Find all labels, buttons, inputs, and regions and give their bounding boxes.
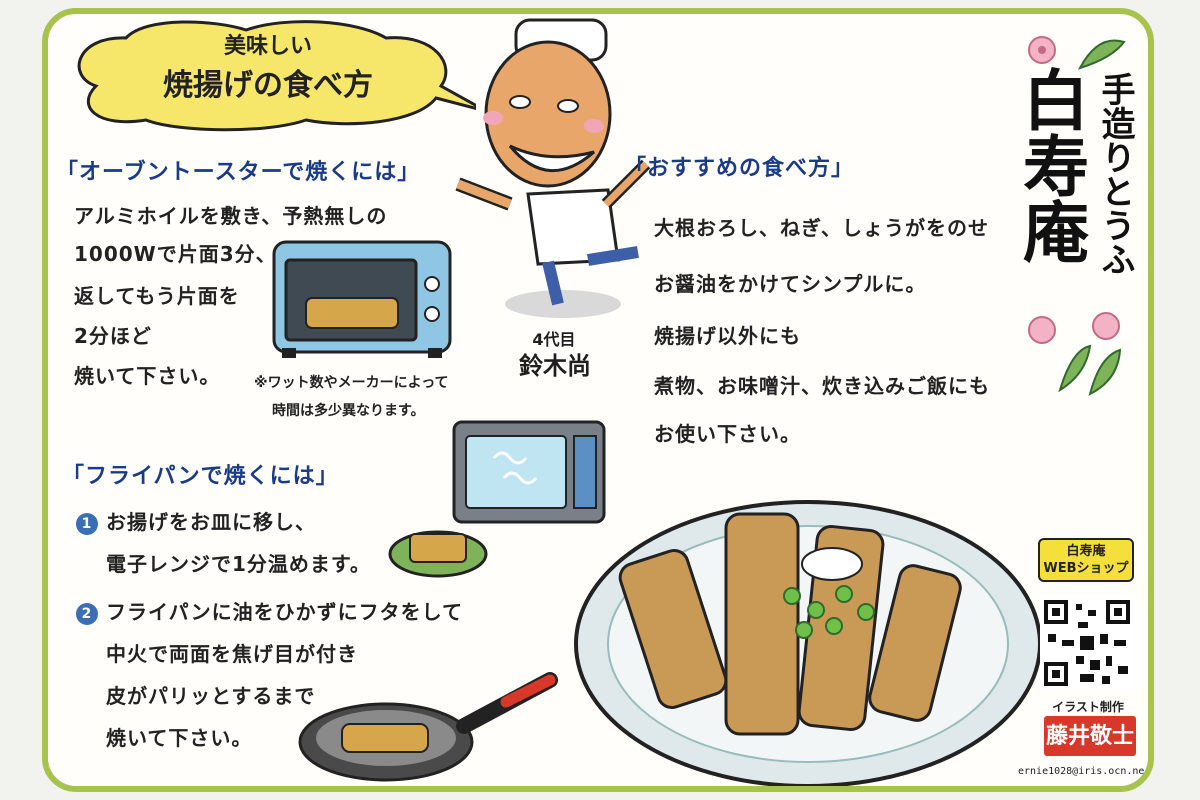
chef-name: 鈴木尚: [519, 352, 591, 380]
recommend-line-5: お使い下さい。: [654, 422, 801, 446]
signature-stamp: 藤井敬士: [1044, 716, 1136, 756]
credit-label: イラスト制作: [1052, 700, 1124, 714]
recommend-line-2: お醤油をかけてシンプルに。: [654, 272, 927, 296]
web-shop-badge[interactable]: 白寿庵 WEBショップ: [1038, 538, 1134, 582]
qr-code[interactable]: [1040, 596, 1134, 690]
oven-line-2: 1000Wで片面3分、: [74, 242, 277, 266]
pan-step-1-line-2: 電子レンジで1分温めます。: [106, 552, 371, 576]
recommend-line-3: 焼揚げ以外にも: [654, 324, 801, 348]
step-2-text-1: フライパンに油をひかずにフタをして: [106, 600, 463, 624]
oven-line-4: 2分ほど: [74, 324, 152, 348]
web-shop-line-1: 白寿庵: [1066, 544, 1106, 559]
pan-step-2-line-4: 焼いて下さい。: [106, 726, 253, 750]
recipe-card: 美味しい 焼揚げの食べ方 4代目 鈴木尚 「オーブントースターで焼くには」 アル…: [42, 8, 1154, 792]
oven-line-3: 返してもう片面を: [74, 284, 240, 308]
bubble-line-2: 焼揚げの食べ方: [163, 68, 373, 103]
oven-note-line-2: 時間は多少異なります。: [272, 403, 425, 419]
frying-pan-illustration: [298, 672, 558, 782]
brand-name: 白寿庵: [1012, 66, 1090, 278]
brand-subtitle-text: 手造りとうふ: [1095, 72, 1135, 276]
brand-subtitle: 手造りとうふ: [1092, 72, 1138, 285]
flower-icon: [1028, 36, 1126, 70]
chef-illustration: [455, 18, 651, 318]
leaf-icon: [1028, 312, 1122, 396]
recommend-line-4: 煮物、お味噌汁、炊き込みご飯にも: [654, 374, 990, 398]
pan-step-2-line-3: 皮がパリッとするまで: [106, 684, 316, 708]
speech-bubble: [77, 20, 476, 132]
recommend-line-1: 大根おろし、ねぎ、しょうがをのせ: [654, 216, 989, 240]
pan-step-1-line-1: 1 お揚げをお皿に移し、: [76, 506, 316, 535]
step-2-badge: 2: [76, 602, 98, 625]
credit-email[interactable]: ernie1028@iris.ocn.ne.jp: [1018, 766, 1154, 777]
pan-step-2-line-1: 2 フライパンに油をひかずにフタをして: [76, 596, 463, 625]
pan-step-2-line-2: 中火で両面を焦げ目が付き: [106, 642, 358, 666]
oven-section-heading: 「オーブントースターで焼くには」: [56, 160, 421, 185]
oven-line-1: アルミホイルを敷き、予熱無しの: [74, 204, 388, 228]
step-1-badge: 1: [76, 512, 98, 535]
plate-of-fried-tofu-illustration: [574, 500, 1042, 786]
toaster-oven-illustration: [272, 240, 452, 358]
bubble-line-1: 美味しい: [223, 34, 312, 59]
speech-bubble-text: 美味しい 焼揚げの食べ方: [108, 28, 428, 104]
recommend-section-heading: 「おすすめの食べ方」: [624, 156, 855, 181]
microwave-illustration: [388, 420, 606, 578]
pan-section-heading: 「フライパンで焼くには」: [62, 464, 339, 489]
oven-line-5: 焼いて下さい。: [74, 364, 221, 388]
chef-generation: 4代目: [532, 330, 576, 349]
step-1-text-1: お揚げをお皿に移し、: [106, 510, 316, 534]
web-shop-line-2: WEBショップ: [1043, 561, 1129, 576]
oven-note-line-1: ※ワット数やメーカーによって: [254, 375, 449, 391]
brand-name-text: 白寿庵: [1012, 66, 1090, 264]
